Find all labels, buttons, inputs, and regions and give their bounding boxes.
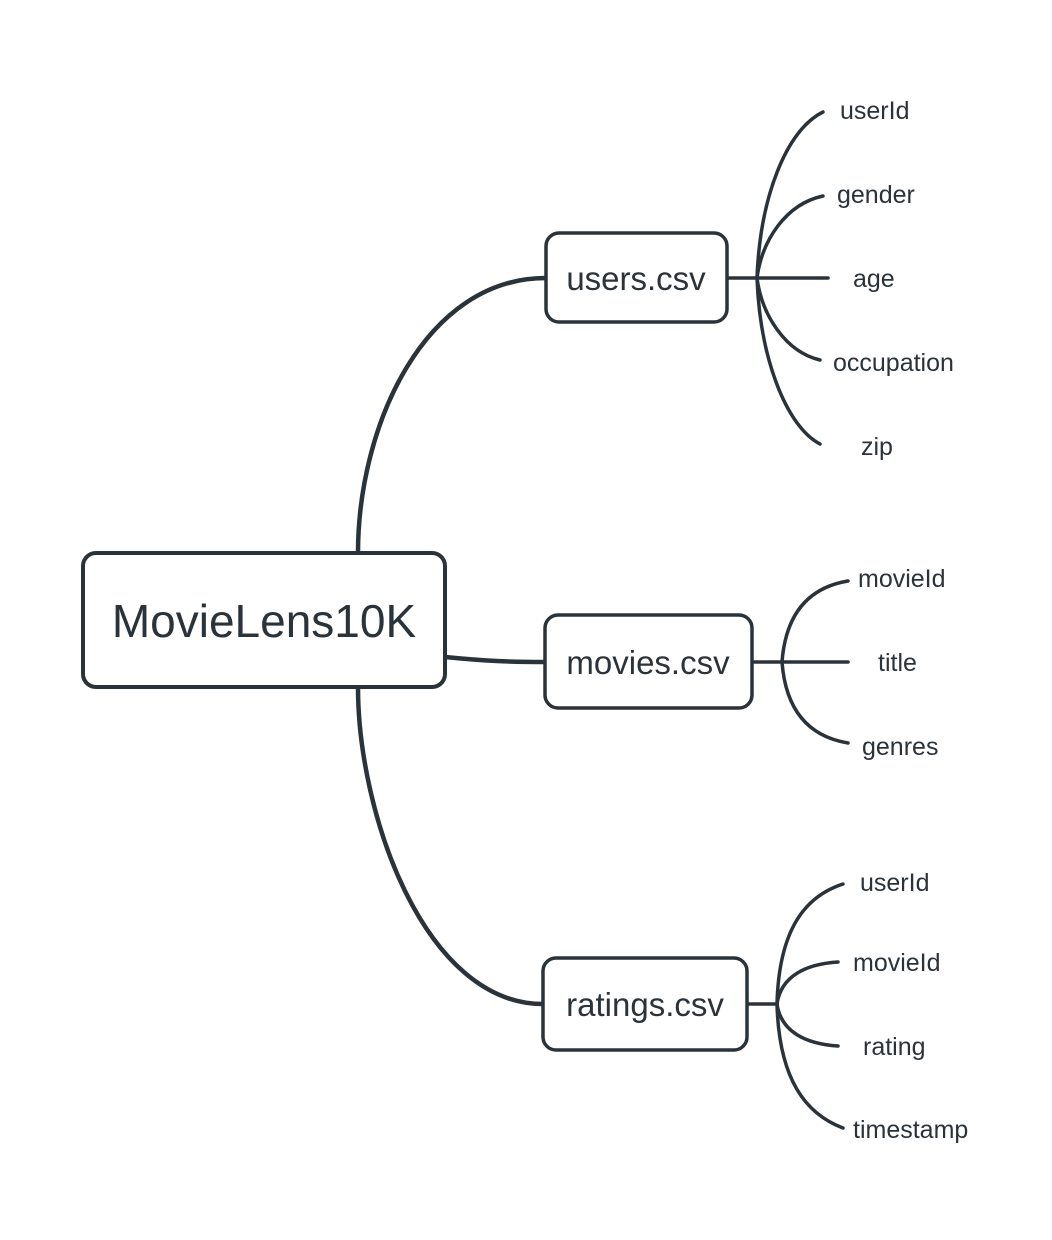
users-node-label: users.csv xyxy=(566,260,706,297)
edge-ratings-to-userid xyxy=(775,882,845,1006)
ratings-node-label: ratings.csv xyxy=(566,986,724,1023)
edge-ratings-to-rating xyxy=(775,1002,840,1048)
leaf-label-ratings-timestamp: timestamp xyxy=(853,1116,968,1144)
leaf-label-movies-movieid: movieId xyxy=(858,565,946,593)
root-node-label: MovieLens10K xyxy=(112,595,417,647)
movies-node-label: movies.csv xyxy=(566,644,730,681)
edge-users-to-zip xyxy=(755,276,822,446)
edge-root-to-movies xyxy=(442,654,548,665)
leaf-label-users-age: age xyxy=(853,265,895,293)
leaf-label-ratings-userid: userId xyxy=(860,869,929,897)
edge-ratings-to-timestamp xyxy=(775,1002,845,1130)
edge-movies-to-movieid xyxy=(780,579,850,664)
leaf-label-users-gender: gender xyxy=(837,181,915,209)
edge-users-to-gender xyxy=(755,194,825,280)
leaf-label-ratings-rating: rating xyxy=(863,1033,926,1061)
leaf-label-users-occupation: occupation xyxy=(833,349,954,377)
leaf-label-users-zip: zip xyxy=(861,433,893,461)
edge-users-to-userid xyxy=(755,110,825,280)
root-node: MovieLens10K xyxy=(81,551,447,689)
root-node-box xyxy=(81,551,447,689)
edge-root-to-users xyxy=(355,275,549,556)
branch-node-movies: movies.csv xyxy=(543,613,754,710)
edge-ratings-to-movieid xyxy=(775,960,840,1006)
leaf-label-movies-title: title xyxy=(878,649,917,677)
branch-node-ratings: ratings.csv xyxy=(541,956,749,1052)
leaf-label-ratings-movieid: movieId xyxy=(853,949,941,977)
edge-root-to-ratings xyxy=(355,684,546,1007)
edge-movies-to-genres xyxy=(780,660,850,745)
ratings-node-box xyxy=(541,956,749,1052)
leaf-label-users-userid: userId xyxy=(840,97,909,125)
movies-node-box xyxy=(543,613,754,710)
leaf-label-movies-genres: genres xyxy=(862,733,938,761)
users-node-box xyxy=(544,231,729,324)
branch-node-users: users.csv xyxy=(544,231,729,324)
